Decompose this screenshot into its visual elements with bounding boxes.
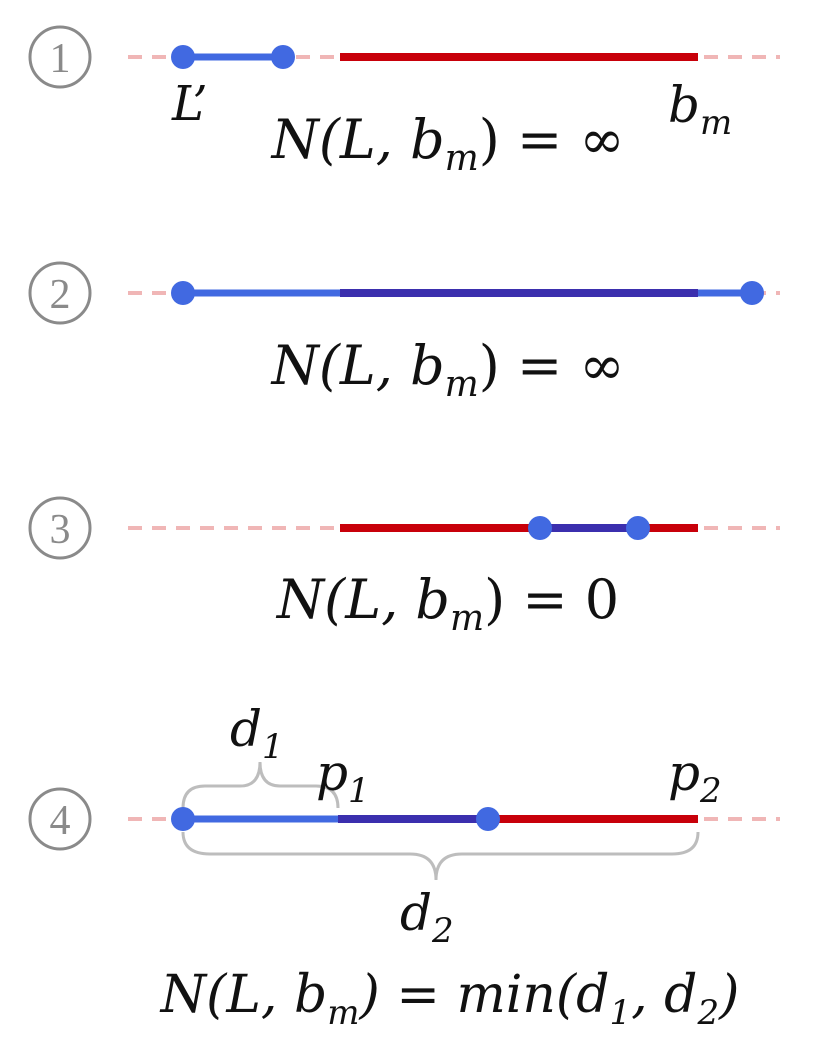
formula: N(L, bm) = min(d1, d2)	[159, 965, 740, 1033]
case-1: 1 L’ bm N(L, bm) = ∞	[28, 25, 780, 179]
label-p1: p1	[316, 744, 370, 811]
case-number: 2	[50, 272, 71, 318]
case-number: 1	[50, 36, 71, 82]
formula: N(L, bm) = ∞	[270, 334, 625, 405]
endpoint-dot	[476, 807, 500, 831]
endpoint-dot	[171, 807, 195, 831]
case-number-circle	[28, 787, 92, 851]
case-number-circle	[28, 261, 92, 325]
case-number: 4	[50, 798, 71, 844]
label-p2: p2	[668, 744, 722, 811]
case-2: 2 N(L, bm) = ∞	[28, 261, 780, 405]
endpoint-dot	[171, 281, 195, 305]
endpoint-dot	[740, 281, 764, 305]
endpoint-dot	[528, 516, 552, 540]
case-number-circle	[28, 25, 92, 89]
case-3: 3 N(L, bm) = 0	[28, 496, 780, 639]
brace-d1	[181, 761, 340, 809]
endpoint-dot	[271, 45, 295, 69]
case-number: 3	[50, 507, 71, 553]
brace-d2	[181, 831, 700, 881]
formula: N(L, bm) = 0	[275, 568, 619, 639]
label-d1: d1	[230, 700, 284, 767]
case-number-circle	[28, 496, 92, 560]
formula: N(L, bm) = ∞	[270, 108, 625, 179]
endpoint-dot	[171, 45, 195, 69]
endpoint-dot	[626, 516, 650, 540]
label-bm: bm	[668, 76, 732, 143]
case-4: 4 d1 p1 p2 d2 N(L, bm) = min(d1, d2)	[28, 700, 780, 1033]
label-l-prime: L’	[171, 76, 208, 132]
label-d2: d2	[400, 884, 454, 951]
label-bm-sub: m	[700, 103, 732, 143]
